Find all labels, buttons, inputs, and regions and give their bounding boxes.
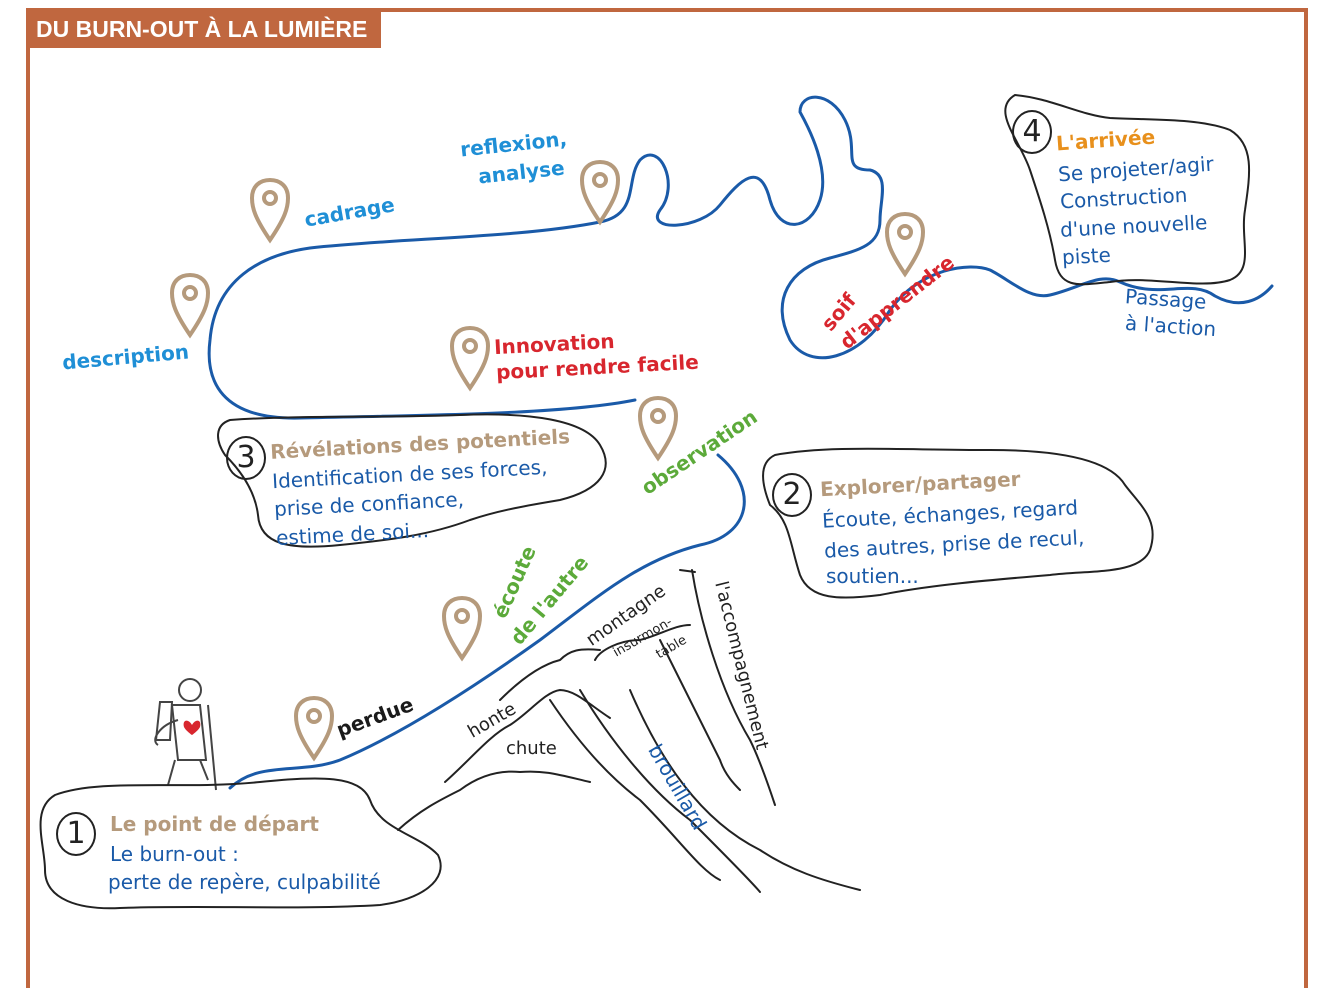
step1-number: 1 <box>56 812 96 856</box>
step2-outline <box>762 447 1154 599</box>
step2-line3: soutien... <box>826 564 919 588</box>
step1-line2: perte de repère, culpabilité <box>108 870 381 894</box>
step4-number: 4 <box>1012 110 1052 154</box>
label-chute: chute <box>506 738 557 759</box>
step1-line1: Le burn-out : <box>110 842 239 866</box>
heart-icon <box>183 720 201 735</box>
location-pin-icon <box>169 159 926 762</box>
step3-number: 3 <box>226 436 266 480</box>
step3-outline <box>217 413 607 548</box>
step1-title: Le point de départ <box>110 812 319 836</box>
page-title: DU BURN-OUT À LA LUMIÈRE <box>26 8 382 48</box>
step1-outline <box>39 777 442 910</box>
step4-outline <box>1004 93 1251 286</box>
mountain-sketch <box>397 569 861 893</box>
journey-path <box>207 95 1274 790</box>
step4-line4: piste <box>1061 242 1112 270</box>
step-box-outlines <box>39 93 1251 910</box>
hiker-icon <box>154 678 217 791</box>
poster-frame <box>26 8 1308 988</box>
step2-number: 2 <box>772 473 812 517</box>
